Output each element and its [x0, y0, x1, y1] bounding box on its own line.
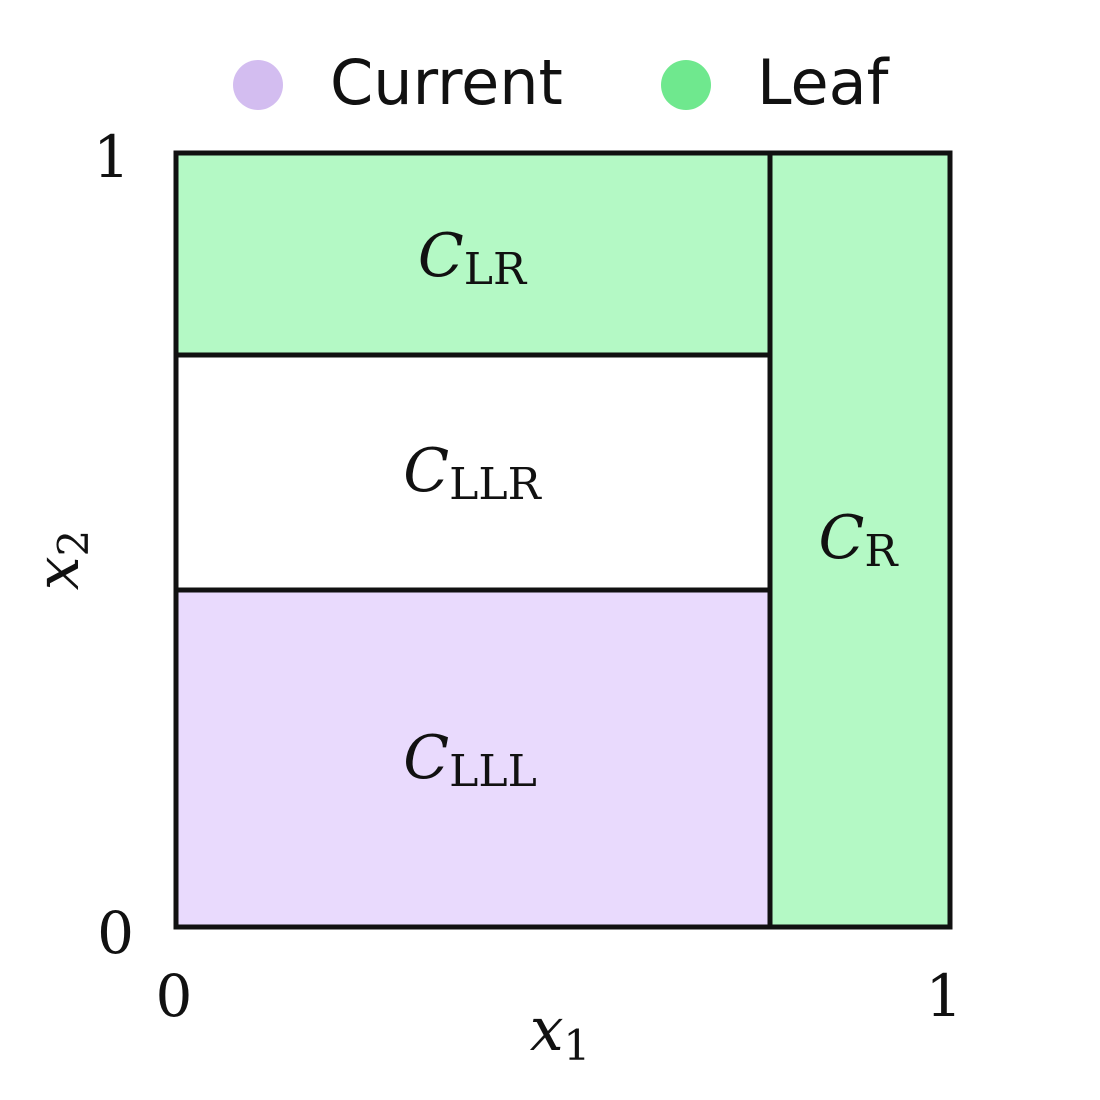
y-tick-min: 0 [97, 899, 134, 967]
legend-leaf-marker [661, 60, 711, 110]
y-tick-max: 1 [93, 123, 130, 191]
partition-borders [173, 150, 953, 930]
cell-label-r: CR [818, 503, 899, 577]
cell-label-llr: CLLR [403, 436, 542, 510]
cell-label-lll: CLLL [403, 723, 537, 797]
legend-leaf-label: Leaf [757, 46, 891, 119]
cell-labels: CLR CLLR CLLL CR [403, 221, 899, 797]
y-axis-label: x2 [23, 530, 98, 591]
x-axis-label: x1 [530, 995, 591, 1070]
x-tick-max: 1 [926, 962, 963, 1030]
cell-lr [176, 153, 770, 355]
cell-llr [176, 355, 770, 590]
legend-current-marker [233, 60, 283, 110]
cells [176, 153, 950, 927]
legend-current-label: Current [330, 46, 563, 119]
cell-lll [176, 590, 770, 927]
x-tick-min: 0 [156, 962, 193, 1030]
cell-r [770, 153, 950, 927]
legend: Current Leaf [233, 46, 891, 119]
outer-border [173, 150, 953, 930]
axis-ticks: 1 0 0 1 [93, 123, 962, 1030]
cell-label-lr: CLR [418, 221, 528, 295]
